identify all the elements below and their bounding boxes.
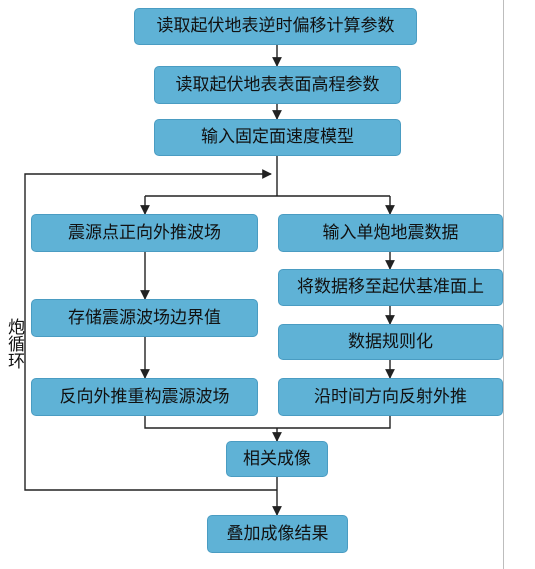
step-reverse-time-extrapolate: 沿时间方向反射外推 — [278, 378, 503, 416]
shot-loop-label: 炮循环 — [4, 318, 24, 369]
step-input-shot-data: 输入单炮地震数据 — [278, 214, 503, 252]
step-move-to-datum: 将数据移至起伏基准面上 — [278, 269, 503, 306]
merge-connector — [144, 416, 391, 429]
step-correlation-imaging: 相关成像 — [226, 441, 328, 477]
step-read-elevation-params: 读取起伏地表表面高程参数 — [154, 66, 401, 104]
shot-loop-line — [24, 169, 277, 491]
step-input-velocity-model: 输入固定面速度模型 — [154, 119, 401, 156]
step-regularize-data: 数据规则化 — [278, 324, 503, 360]
step-source-forward: 震源点正向外推波场 — [31, 214, 258, 252]
right-divider — [503, 0, 504, 569]
step-store-boundary: 存储震源波场边界值 — [31, 299, 258, 337]
step-stack-result: 叠加成像结果 — [207, 515, 348, 553]
step-reverse-reconstruct: 反向外推重构震源波场 — [31, 378, 258, 416]
step-read-migration-params: 读取起伏地表逆时偏移计算参数 — [134, 8, 417, 45]
